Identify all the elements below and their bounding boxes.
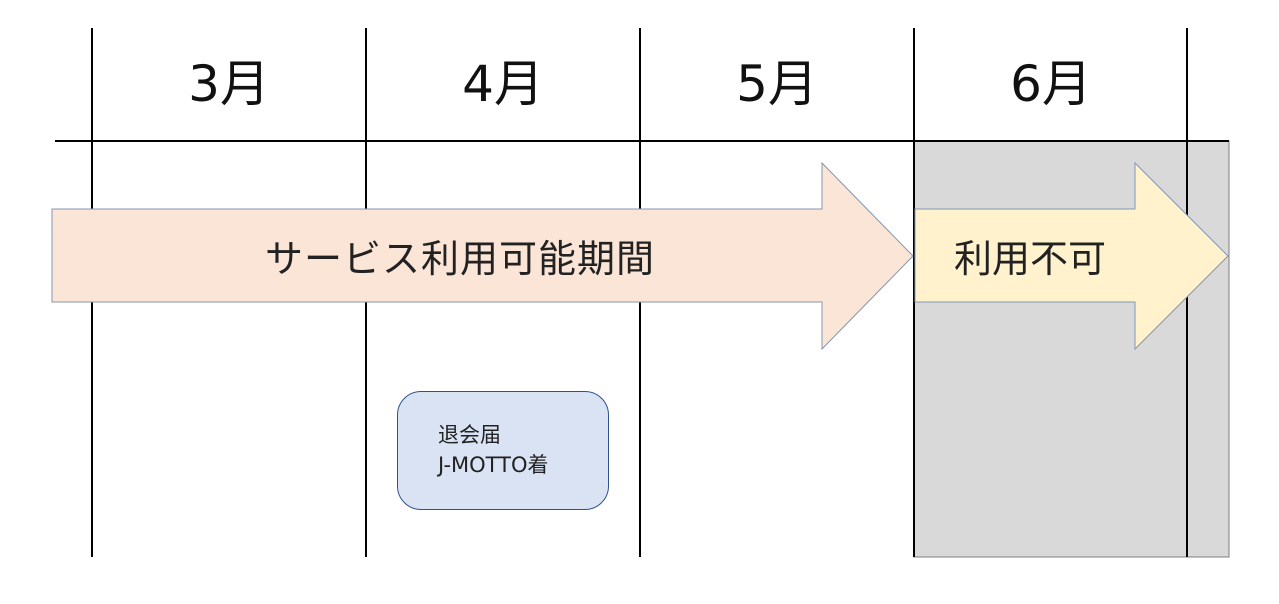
month-label-june: 6月	[1010, 55, 1092, 113]
note-line-1: 退会届	[438, 423, 501, 447]
unavailable-label: 利用不可	[953, 236, 1106, 281]
note-line-2: J-MOTTO着	[438, 453, 549, 477]
withdrawal-notice-box: 退会届 J-MOTTO着	[397, 391, 609, 510]
service-period-label: サービス利用可能期間	[264, 236, 655, 281]
unavailable-region	[913, 140, 1230, 558]
month-label-april: 4月	[462, 55, 544, 113]
month-label-march: 3月	[188, 55, 270, 113]
service-period-arrow	[51, 161, 914, 351]
month-label-may: 5月	[736, 55, 818, 113]
unavailable-arrow	[914, 161, 1229, 351]
